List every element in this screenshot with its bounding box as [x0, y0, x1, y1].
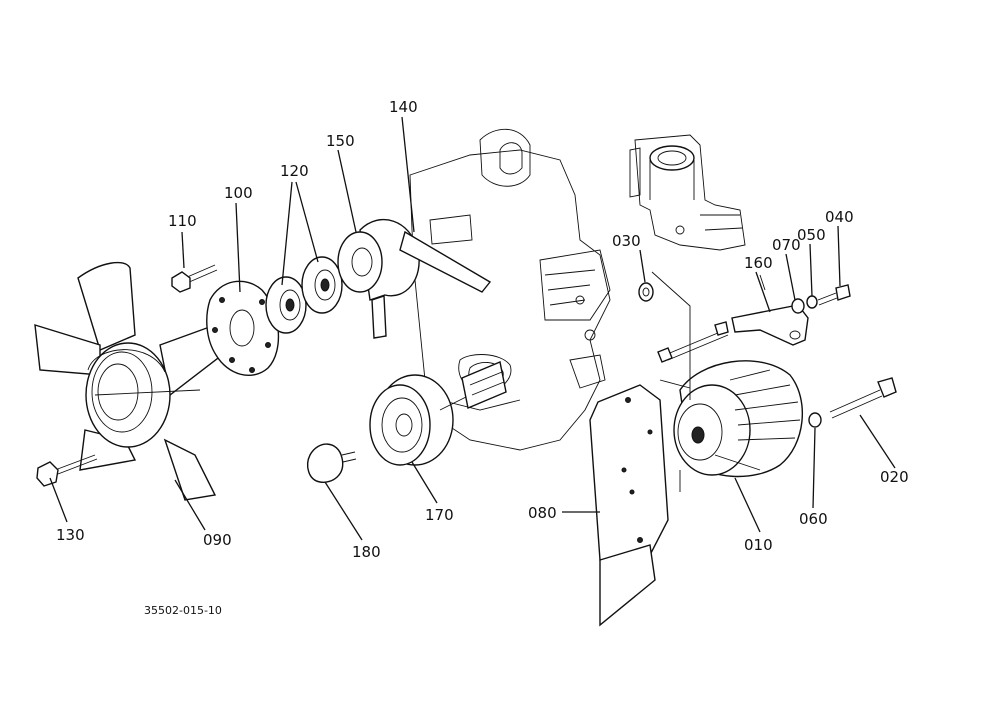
washer-050 [806, 295, 818, 309]
crankshaft-nose [461, 361, 507, 409]
callout-labels: 110 100 120 150 140 130 090 180 170 030 … [56, 98, 909, 617]
washer-060 [808, 412, 822, 428]
callout-150: 150 [326, 132, 355, 150]
callout-040: 040 [825, 208, 854, 226]
bolt-040 [817, 284, 851, 306]
drawing-code: 35502-015-10 [144, 604, 222, 617]
callout-180: 180 [352, 543, 381, 561]
belt-cover [589, 384, 669, 627]
washer-030 [638, 282, 654, 302]
callout-130: 130 [56, 526, 85, 544]
crankshaft-pulley [369, 374, 471, 466]
callout-110: 110 [168, 212, 197, 230]
v-belt [399, 230, 492, 293]
pulley-nut [307, 443, 357, 483]
adjusting-bolt [657, 321, 729, 363]
callout-080: 080 [528, 504, 557, 522]
spacer-bolt [171, 264, 218, 293]
callout-020: 020 [880, 468, 909, 486]
callout-160: 160 [744, 254, 773, 272]
leader-lines [49, 116, 896, 541]
fan-pulley [337, 219, 420, 339]
spacer-pair [265, 256, 343, 334]
callout-100: 100 [224, 184, 253, 202]
callout-170: 170 [425, 506, 454, 524]
callout-010: 010 [744, 536, 773, 554]
fan-spacer-plate [206, 280, 280, 376]
washer-070 [791, 298, 805, 314]
alternator [673, 360, 803, 478]
fan-blade-assembly [34, 261, 237, 501]
callout-070: 070 [772, 236, 801, 254]
callout-120: 120 [280, 162, 309, 180]
callout-050: 050 [797, 226, 826, 244]
thermostat-housing [629, 134, 746, 251]
callout-060: 060 [799, 510, 828, 528]
callout-140: 140 [389, 98, 418, 116]
callout-030: 030 [612, 232, 641, 250]
fan-bolt [36, 454, 98, 487]
callout-090: 090 [203, 531, 232, 549]
bolt-020 [829, 377, 897, 419]
